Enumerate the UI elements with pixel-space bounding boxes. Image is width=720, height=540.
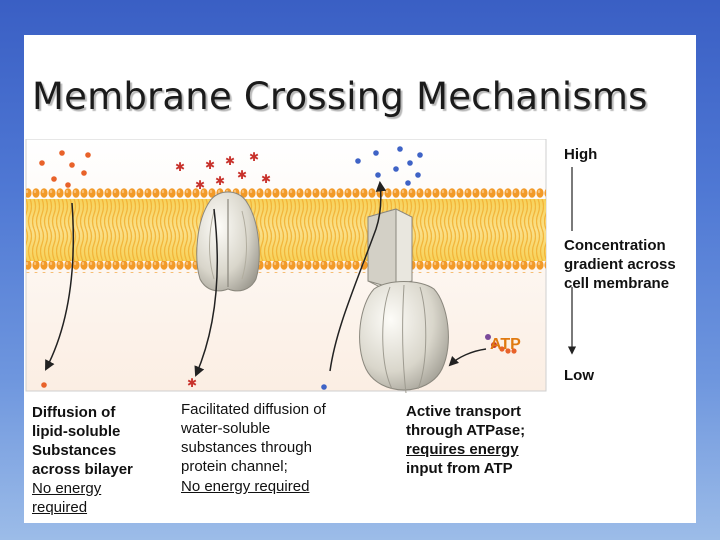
orange-molecule [41,382,47,388]
gradient-caption-line-1: Concentration [564,237,666,254]
diffusion-caption-line-1: Diffusion of [32,404,116,421]
blue-molecules [321,146,423,390]
facilitated-arrow [194,208,219,377]
inner-lipid-heads [26,261,546,273]
diffusion-caption-line-4: across bilayer [32,461,133,478]
blue-molecule [397,146,403,152]
star-molecule: ✱ [205,158,215,172]
blue-molecule [417,152,423,158]
slide-title: Membrane Crossing Mechanisms [32,75,648,118]
blue-molecule [373,150,379,156]
channel-protein [196,191,260,292]
blue-molecule [355,158,361,164]
atp-label: ATP [490,336,521,353]
star-molecule: ✱ [261,172,271,186]
gradient-low-label: Low [564,367,594,384]
gradient-caption-line-3: cell membrane [564,275,670,292]
orange-molecule [39,160,45,166]
star-molecule: ✱ [187,376,197,390]
active-caption-line-1: Active transport [406,403,522,420]
blue-molecule [415,172,421,178]
orange-molecules [39,150,91,388]
lipid-tails [26,199,546,261]
diffusion-caption-line-3: Substances [32,442,117,459]
facilitated-note-line-1: No energy required [181,478,310,495]
diffusion-note-line-1: No energy [32,480,102,497]
blue-molecule [405,180,411,186]
facilitated-caption-line-4: protein channel; [181,458,288,475]
star-molecule: ✱ [249,150,259,164]
star-molecule: ✱ [237,168,247,182]
orange-molecule [85,152,91,158]
active-caption-line-2: through ATPase; [406,422,526,439]
atp-molecule [485,334,517,354]
orange-molecule [81,170,87,176]
star-molecule: ✱ [225,154,235,168]
active-note-line-1: requires energy [406,441,519,458]
atpase-protein [359,208,449,394]
active-transport-arrow [329,180,387,372]
facilitated-caption-line-1: Facilitated diffusion of [181,401,326,418]
diffusion-arrow [45,202,75,371]
lipid-bilayer [26,187,546,273]
star-molecule: ✱ [215,174,225,188]
blue-molecule [321,384,327,390]
star-molecule: ✱ [195,178,205,192]
star-molecule: ✱ [175,160,185,174]
active-caption-line-3: input from ATP [406,460,513,477]
orange-molecule [69,162,75,168]
orange-molecule [51,176,57,182]
outer-lipid-heads [26,187,546,199]
facilitated-caption-line-3: substances through [181,439,312,456]
diffusion-caption-line-2: lipid-soluble [32,423,121,440]
membrane-diagram: ✱ ✱ ✱ ✱ ✱ ✱ ✱ ✱ ✱ [25,139,577,394]
diffusion-note-line-2: required [32,499,88,516]
blue-molecule [393,166,399,172]
atp-arrow [448,348,487,367]
orange-molecule [65,182,71,188]
blue-molecule [407,160,413,166]
slide: Membrane Crossing Mechanisms [24,35,696,523]
star-molecules: ✱ ✱ ✱ ✱ ✱ ✱ ✱ ✱ ✱ [175,150,271,390]
orange-molecule [59,150,65,156]
gradient-high-label: High [564,146,598,163]
facilitated-caption-line-2: water-soluble [181,420,271,437]
gradient-caption-line-2: gradient across [564,256,676,273]
blue-molecule [375,172,381,178]
